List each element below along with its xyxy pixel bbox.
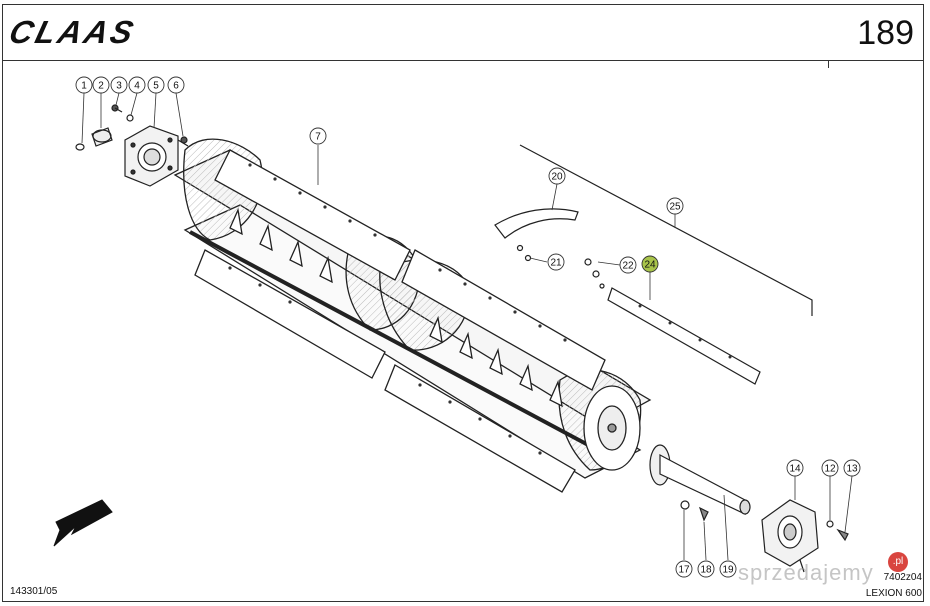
callout-4: 4	[128, 76, 146, 94]
callout-6-label: 6	[173, 81, 179, 92]
callout-12: 12	[821, 459, 839, 477]
direction-arrow-icon	[53, 499, 113, 547]
callout-18-label: 18	[700, 565, 712, 576]
callout-4-label: 4	[134, 81, 140, 92]
callout-7: 7	[309, 127, 327, 145]
drive-shaft	[649, 444, 751, 522]
callout-20: 20	[548, 167, 566, 185]
auger-drum	[173, 138, 652, 493]
leader-lines	[81, 92, 853, 561]
callout-22-label: 22	[622, 261, 634, 272]
callout-2-label: 2	[98, 81, 104, 92]
callout-18: 18	[697, 560, 715, 578]
page-number: 189	[857, 14, 914, 52]
watermark-badge: .pl	[888, 552, 908, 572]
drawing-reference: 7402z04	[883, 572, 922, 583]
callout-20-label: 20	[551, 172, 563, 183]
callout-1-label: 1	[81, 81, 87, 92]
callout-25: 25	[666, 197, 684, 215]
callout-7-label: 7	[315, 132, 321, 143]
callout-24: 24	[641, 255, 659, 273]
callout-17: 17	[675, 560, 693, 578]
callout-3-label: 3	[116, 81, 122, 92]
bearing-housing-assembly	[75, 104, 189, 187]
callout-24-label: 24	[644, 260, 656, 271]
watermark-text: sprzedajemy	[738, 560, 874, 585]
callout-14-label: 14	[789, 464, 801, 475]
callout-5: 5	[147, 76, 165, 94]
callout-3: 3	[110, 76, 128, 94]
callout-1: 1	[75, 76, 93, 94]
callout-19-label: 19	[722, 565, 734, 576]
bearing-flange	[761, 499, 849, 573]
callout-21: 21	[547, 253, 565, 271]
callout-17-label: 17	[678, 565, 690, 576]
callout-2: 2	[92, 76, 110, 94]
cover-plates	[494, 144, 813, 385]
machine-model: LEXION 600	[865, 588, 922, 599]
callout-21-label: 21	[550, 258, 562, 269]
callout-13-label: 13	[846, 464, 858, 475]
callout-13: 13	[843, 459, 861, 477]
callout-5-label: 5	[153, 81, 159, 92]
header-divider	[2, 60, 924, 61]
callout-12-label: 12	[824, 464, 836, 475]
page-frame	[2, 4, 924, 602]
document-code: 143301/05	[10, 586, 58, 597]
callout-24-highlight	[641, 255, 659, 273]
callout-14: 14	[786, 459, 804, 477]
callout-19: 19	[719, 560, 737, 578]
callout-25-label: 25	[669, 202, 681, 213]
header-divider-tick	[828, 60, 829, 68]
callout-22: 22	[619, 256, 637, 274]
callout-6: 6	[167, 76, 185, 94]
